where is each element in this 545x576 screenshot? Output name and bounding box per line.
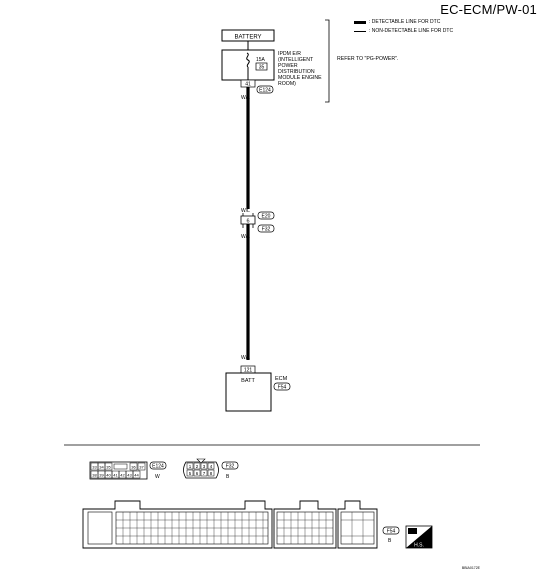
wire-color-3: W/L [241,234,250,240]
e124-pin-42: 42 [120,473,125,478]
e124-pin-33: 33 [92,465,97,470]
legend-non-detectable: : NON-DETECTABLE LINE FOR DTC [369,27,454,34]
e124-pin-44: 44 [134,473,139,478]
fuse-amp: 15A [256,57,266,63]
non-detectable-line-swatch [354,30,366,32]
f32-color: B [226,474,230,480]
f54-color: B [388,538,392,544]
e124-pin-36: 36 [131,465,136,470]
page-title: EC-ECM/PW-01 [440,2,537,17]
ecm-box [225,372,272,412]
connector-f54-face [82,500,378,549]
wire-color-1: W/L [241,95,250,101]
connector-e124-face: 33 34 35 36 37 38 39 40 41 42 43 44 [89,461,148,480]
ecm-batt-label: BATT [241,378,255,384]
ipdm-desc-5: ROOM) [278,81,296,87]
e124-pin-41: 41 [113,473,118,478]
detectable-line-swatch [354,21,366,25]
joint-connector-bottom: F32 [262,227,271,233]
joint-connector-bottom-tag [257,224,275,233]
f32-pin-5: 5 [189,471,192,476]
e124-id: E124 [152,464,164,470]
legend-detectable: : DETECTABLE LINE FOR DTC [369,19,441,25]
harness-side-icon [405,525,433,549]
battery-label: BATTERY [234,35,261,41]
figure-id: BBIA0172E [462,566,481,570]
ipdm-desc-3: DISTRIBUTION [278,69,315,75]
f32-tag [221,461,239,470]
f32-pin-7: 7 [203,471,206,476]
wire-color-2: W/L [241,208,250,214]
e124-pin-34: 34 [99,465,104,470]
e124-color: W [155,474,160,480]
joint-connector-top-tag [257,211,275,220]
ipdm-desc-2: POWER [278,63,298,69]
e124-pin-35: 35 [106,465,111,470]
legend: : DETECTABLE LINE FOR DTC : NON-DETECTAB… [354,19,454,34]
joint-connector-top: E20 [262,214,271,220]
fuse-icon [246,52,250,68]
hs-label: H.S. [414,543,424,549]
f32-pin-4: 4 [210,464,213,469]
f54-id: F54 [387,529,396,535]
e124-pin-43: 43 [127,473,132,478]
ecm-connector-tag [273,382,291,391]
ecm-connector: F54 [278,385,287,391]
f32-pin-3: 3 [203,464,206,469]
ipdm-desc-0: IPDM E/R [278,51,301,57]
e124-pin-39: 39 [99,473,104,478]
ecm-pin: 121 [244,368,253,374]
f32-pin-2: 2 [196,464,199,469]
e124-pin-38: 38 [92,473,97,478]
ipdm-connector: E124 [259,88,271,94]
f32-pin-8: 8 [210,471,213,476]
ipdm-desc-4: MODULE ENGINE [278,75,322,81]
f32-id: F32 [226,464,235,470]
ipdm-pin: 41 [245,82,251,88]
f32-pin-1: 1 [189,464,192,469]
fuse-number: 35 [259,65,265,71]
connector-f32-face: 1 2 3 4 5 6 7 8 [183,458,219,479]
e124-pin-37: 37 [139,465,144,470]
f54-tag [382,526,400,535]
e124-tag [149,461,167,470]
power-bracket [325,19,330,103]
f32-pin-6: 6 [196,471,199,476]
ipdm-connector-tag [256,85,274,94]
refer-text: REFER TO "PG-POWER". [337,56,398,62]
wire-color-4: W/L [241,355,250,361]
ecm-name: ECM [275,376,288,382]
e124-pin-40: 40 [106,473,111,478]
joint-pin: 6 [246,219,249,225]
ipdm-desc-1: (INTELLIGENT [278,57,314,63]
